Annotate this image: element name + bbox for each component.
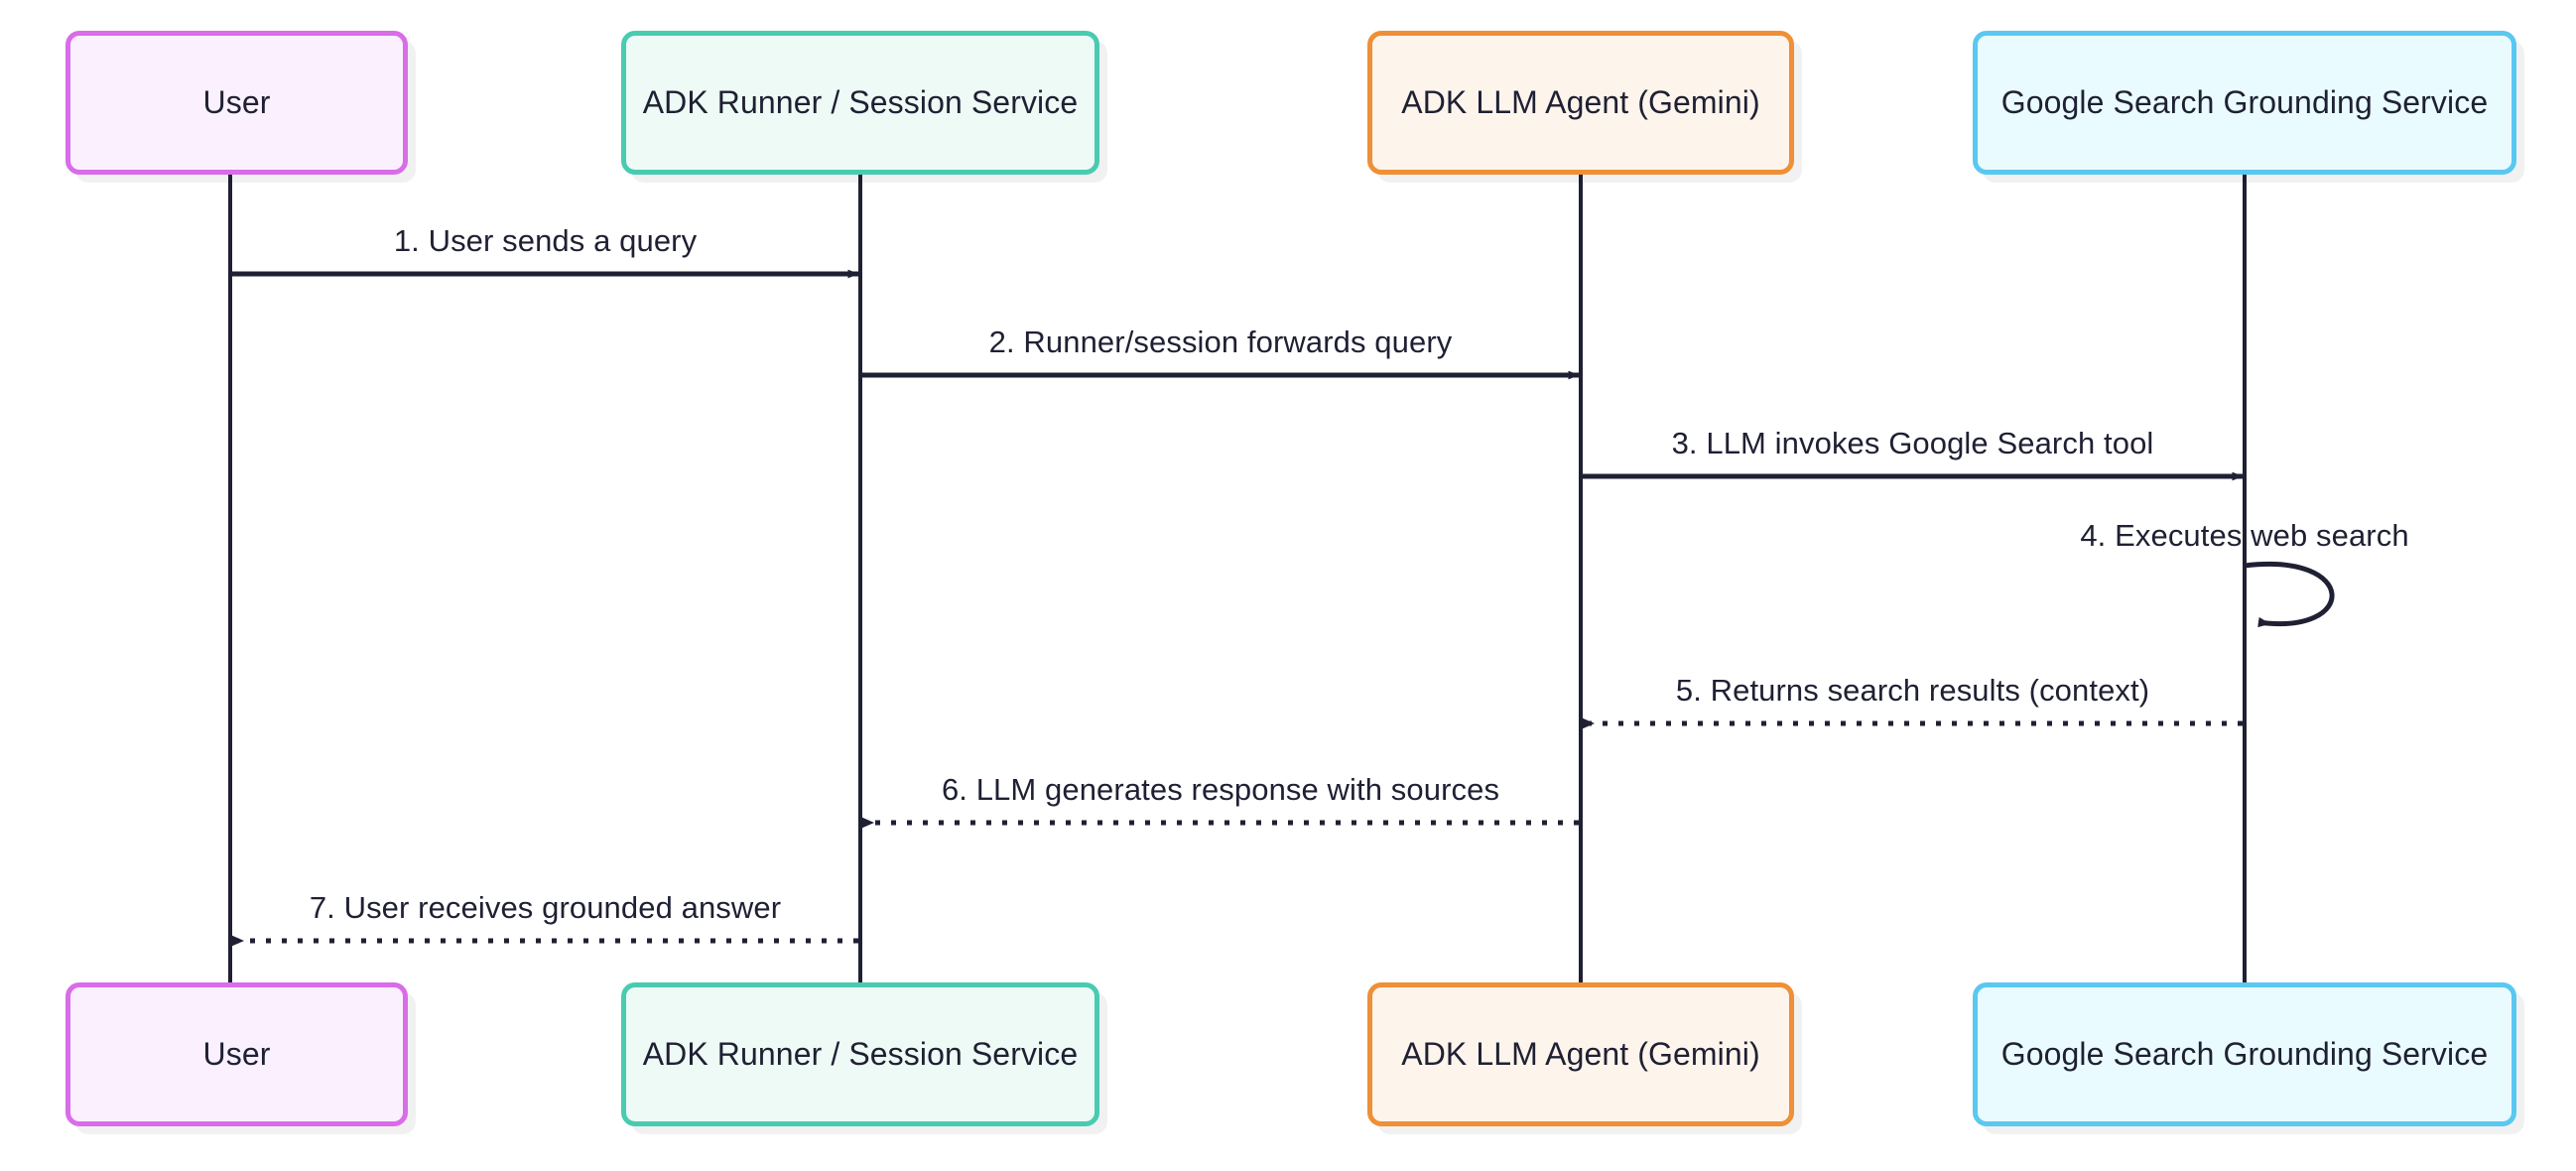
participant-label-runner: ADK Runner / Session Service [642,1036,1079,1072]
message-label-2: 2. Runner/session forwards query [988,325,1453,359]
participant-box-agent-bottom[interactable]: ADK LLM Agent (Gemini) [1367,982,1794,1126]
message-label-1: 1. User sends a query [393,223,698,258]
message-label-3: 3. LLM invokes Google Search tool [1671,426,2154,460]
participant-label-agent: ADK LLM Agent (Gemini) [1401,1036,1760,1072]
participant-box-search-top[interactable]: Google Search Grounding Service [1973,31,2516,175]
participant-box-agent-top[interactable]: ADK LLM Agent (Gemini) [1367,31,1794,175]
message-label-7: 7. User receives grounded answer [309,890,782,925]
message-arrow-4 [2244,562,2335,628]
participant-label-agent: ADK LLM Agent (Gemini) [1401,84,1760,120]
message-label-4: 4. Executes web search [2080,518,2409,553]
participant-label-search: Google Search Grounding Service [2000,1036,2489,1072]
message-label-5: 5. Returns search results (context) [1675,673,2150,708]
participant-label-runner: ADK Runner / Session Service [642,84,1079,120]
participant-box-runner-bottom[interactable]: ADK Runner / Session Service [621,982,1099,1126]
participant-box-user-top[interactable]: User [65,31,408,175]
participant-label-search: Google Search Grounding Service [2000,84,2489,120]
participant-box-runner-top[interactable]: ADK Runner / Session Service [621,31,1099,175]
participant-label-user: User [202,84,271,120]
participant-box-search-bottom[interactable]: Google Search Grounding Service [1973,982,2516,1126]
message-label-6: 6. LLM generates response with sources [941,772,1500,807]
participant-label-user: User [202,1036,271,1072]
participant-box-user-bottom[interactable]: User [65,982,408,1126]
message-arrows-group [232,269,2335,947]
lifelines-group [228,175,2247,982]
